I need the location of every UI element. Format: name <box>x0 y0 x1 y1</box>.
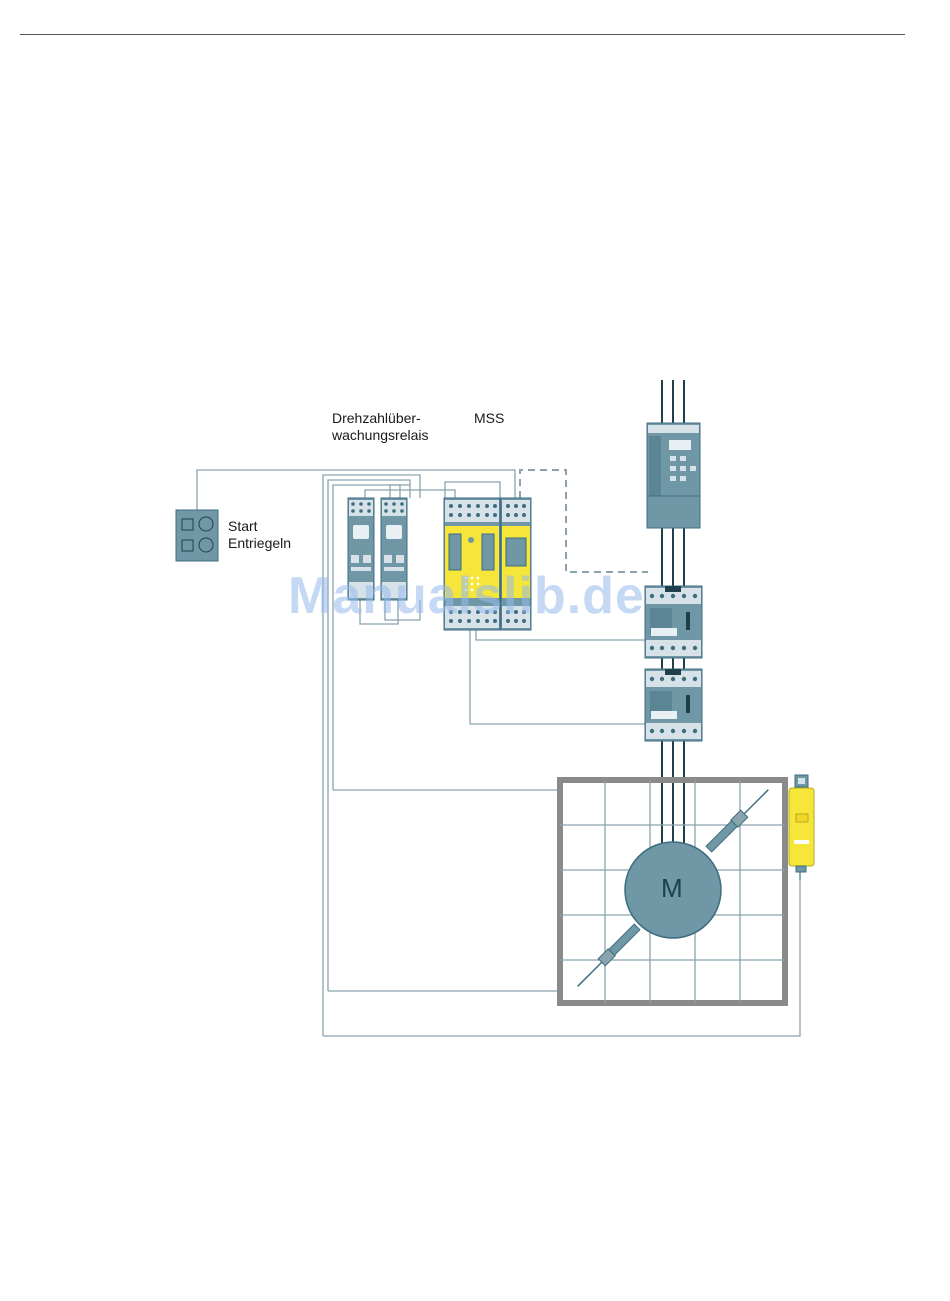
relay-label-line1: Drehzahlüber- <box>332 410 421 427</box>
unlock-label: Entriegeln <box>228 535 291 552</box>
watermark: Manualslib.de <box>288 566 645 626</box>
proximity-sensor-1 <box>705 786 771 852</box>
contactor-2 <box>645 669 702 741</box>
mss-label: MSS <box>474 410 504 427</box>
frequency-converter <box>647 423 700 528</box>
relay-label-line2: wachungsrelais <box>332 427 429 444</box>
motor-label: M <box>661 873 683 903</box>
dashed-control-line <box>520 470 648 572</box>
start-label: Start <box>228 518 258 535</box>
start-unlock-button-box <box>176 510 218 561</box>
safety-door-switch <box>789 775 814 880</box>
proximity-sensor-2 <box>574 923 640 989</box>
contactor-1 <box>645 586 702 658</box>
